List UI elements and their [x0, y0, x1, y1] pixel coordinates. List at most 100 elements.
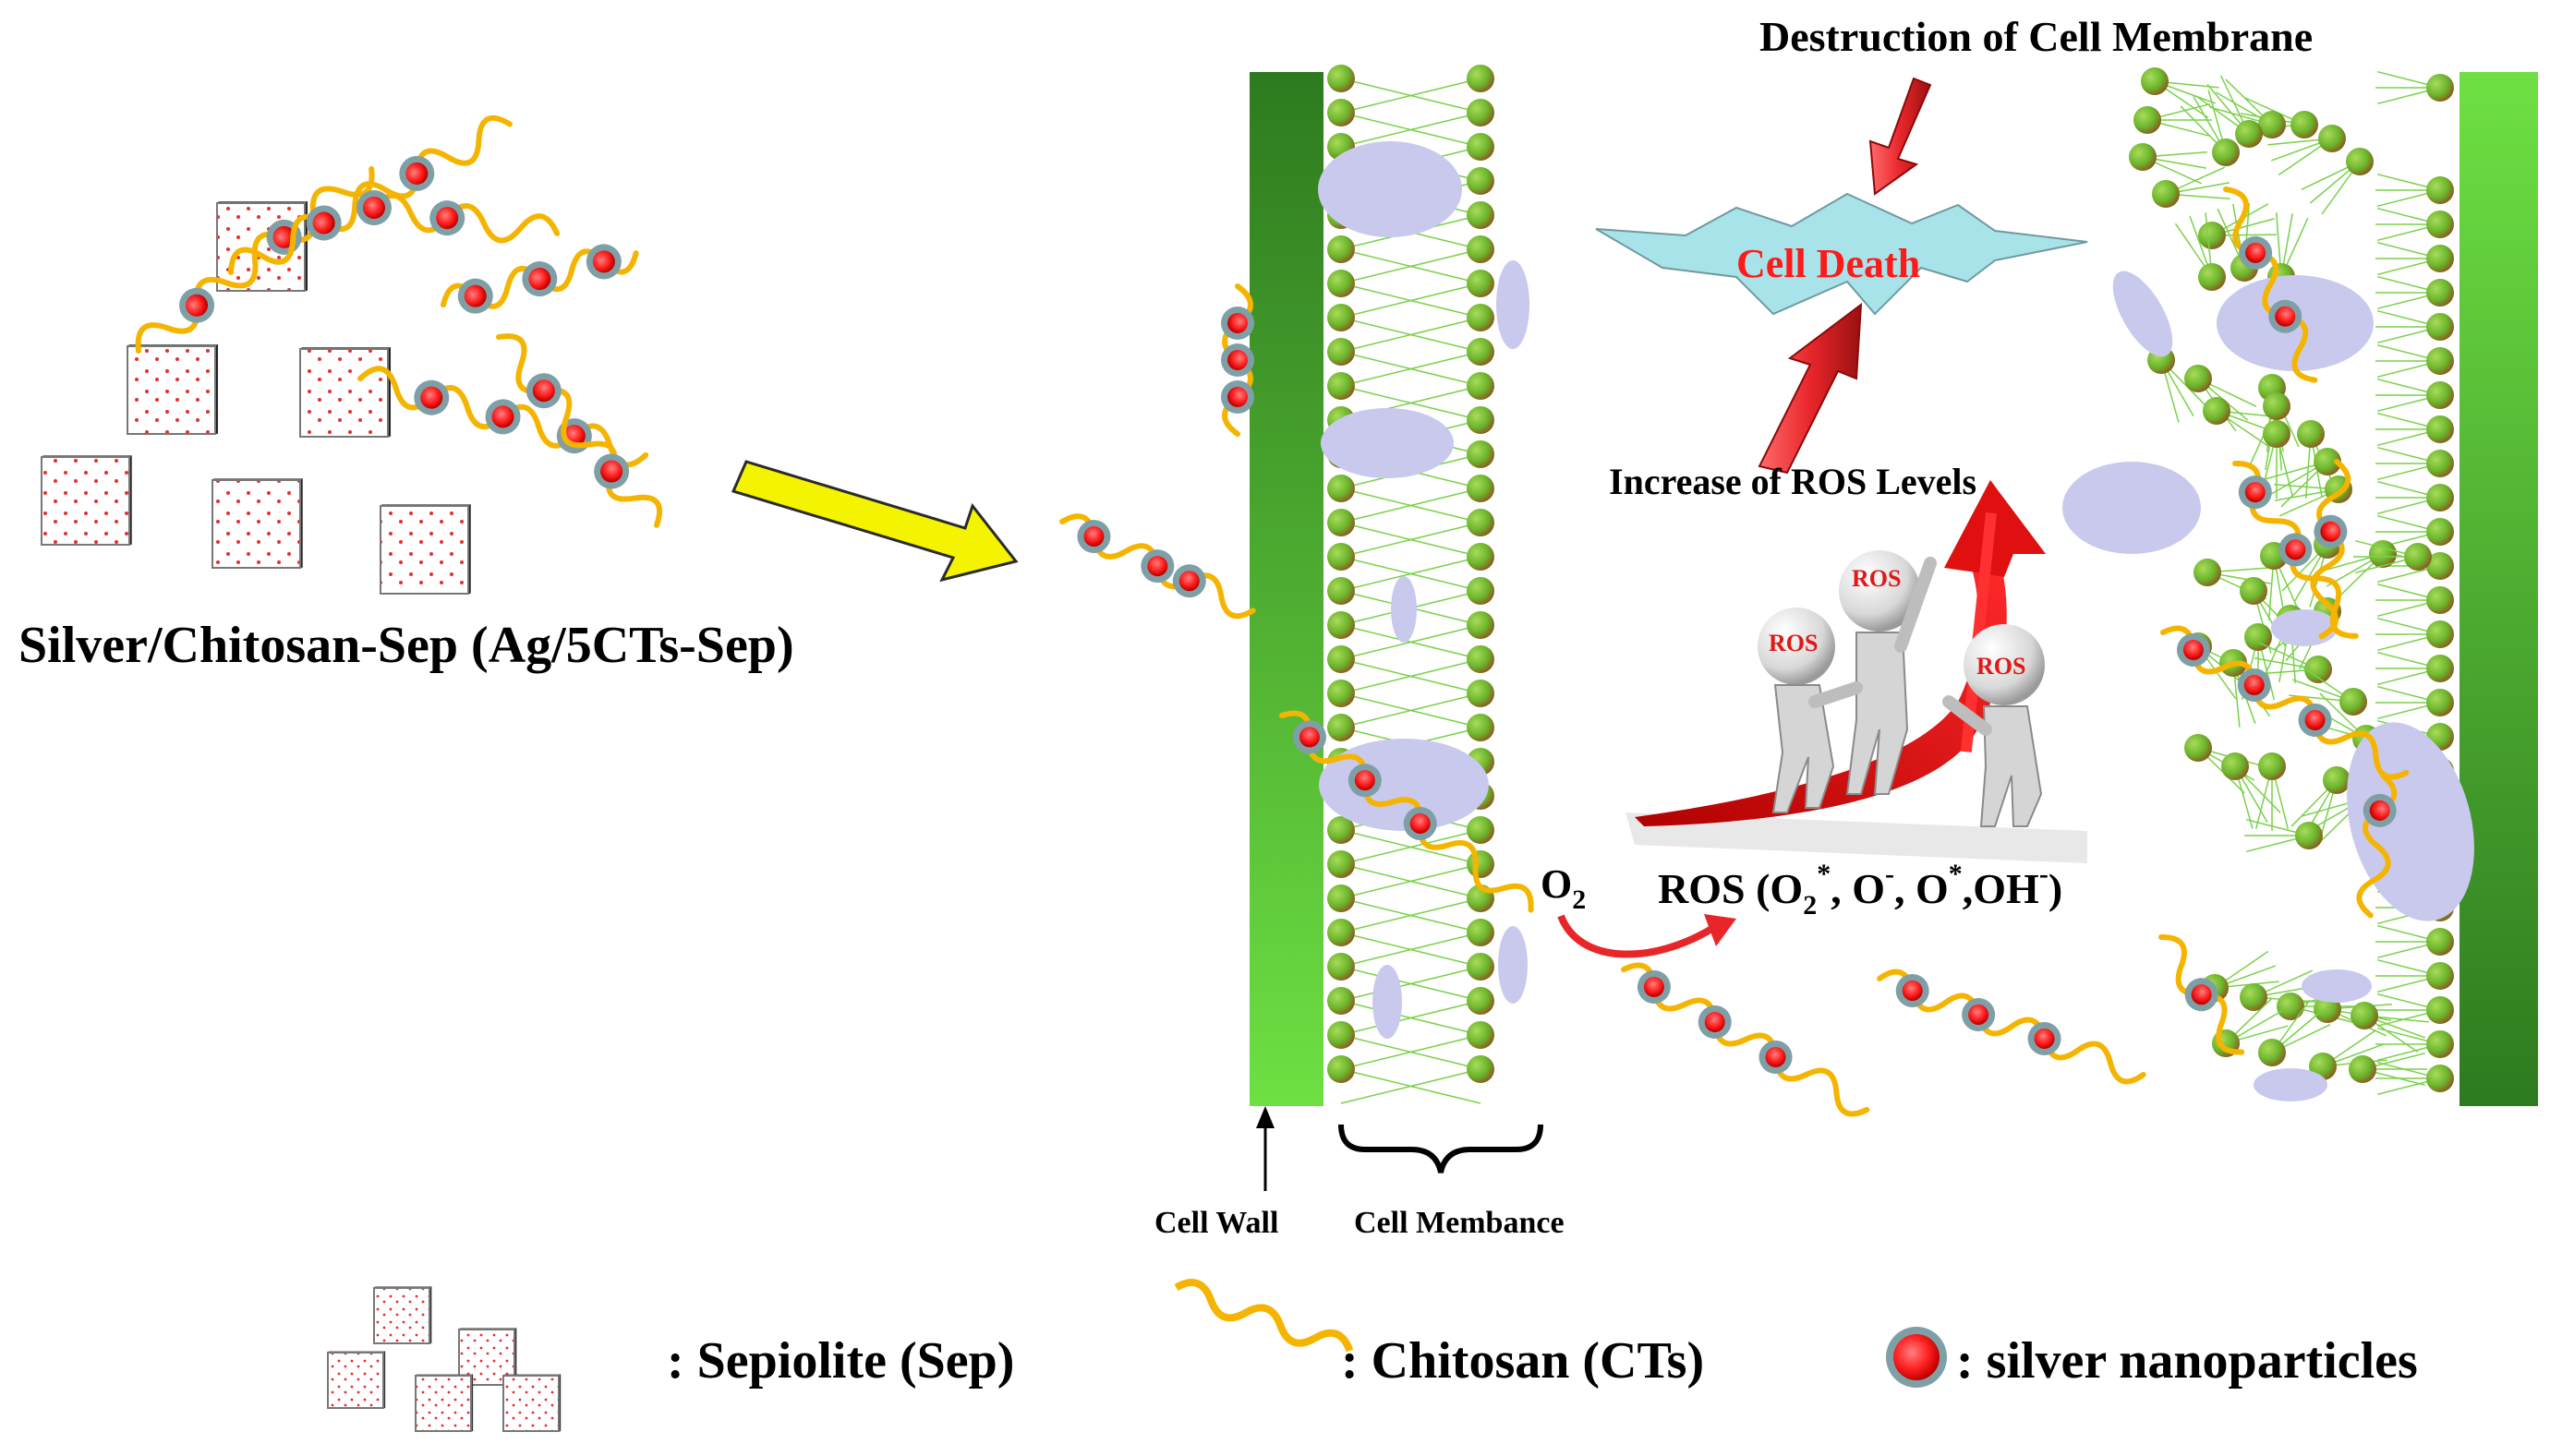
lipid-fragment [2375, 1061, 2454, 1096]
sepiolite-block-icon [299, 346, 392, 439]
lipid-head [2244, 623, 2272, 651]
silver-nanoparticle-icon [179, 287, 215, 323]
silver-nanoparticle-icon [2237, 668, 2271, 702]
chitosan-chain-icon [228, 114, 513, 275]
lipid-head [1327, 509, 1355, 536]
silver-nanoparticle-icon [594, 453, 630, 489]
lipid-head [2426, 996, 2454, 1024]
lipid-fragment [2351, 1002, 2429, 1053]
lipid-head [2141, 67, 2169, 95]
lipid-head [2426, 279, 2454, 307]
sepiolite-block-icon [380, 503, 471, 596]
sepiolite-block-icon [127, 343, 219, 436]
lipid-head [1467, 919, 1494, 946]
lipid-head [1327, 372, 1355, 400]
lipid-fragment [2195, 75, 2263, 148]
silver-nanoparticle-icon [2027, 1021, 2061, 1055]
free-chitosan-chains [1621, 962, 2146, 1117]
lipid-fragment [2274, 475, 2352, 517]
lipid-fragment [2375, 173, 2454, 208]
cell-membrane-label: Cell Membance [1354, 1206, 1565, 1240]
cell-wall-pointer [1256, 1106, 1275, 1191]
chitosan-chain-icon [2223, 187, 2318, 383]
lipid-head [1467, 1055, 1494, 1083]
lipid-fragment [2375, 343, 2454, 379]
lipid-head [1327, 235, 1355, 263]
silver-nanoparticle-icon [1348, 764, 1382, 798]
lipid-head [2349, 1055, 2376, 1083]
silver-nanoparticle-icon [1403, 806, 1437, 840]
lipid-fragment [2375, 617, 2454, 652]
lipid-head [2426, 928, 2454, 956]
ros-ball-text-1: ROS [1852, 565, 1901, 592]
chitosan-chain-icon [2160, 625, 2410, 780]
legend-chitosan-label: : Chitosan (CTs) [1341, 1332, 1704, 1390]
lipid-head [2426, 962, 2454, 990]
lipid-head [2258, 111, 2286, 138]
silver-nanoparticle-icon [1292, 720, 1326, 754]
lipid-head [1327, 850, 1355, 878]
lipid-head [1327, 884, 1355, 912]
lipid-head [2426, 586, 2454, 614]
ros-ball-text-3: ROS [1976, 653, 2025, 680]
chitosan-chain-icon [1877, 969, 2146, 1085]
chitosan-chain-icon [2158, 933, 2245, 1055]
lipid-fragment [2152, 166, 2230, 208]
lipid-head [2133, 106, 2161, 134]
sepiolite-block-icon [327, 1351, 386, 1410]
lipid-fragment [2174, 212, 2226, 291]
lipid-head [1467, 133, 1494, 161]
chitosan-chain-icon [357, 190, 561, 244]
silver-nanoparticle-icon [2298, 704, 2332, 737]
lipid-head [1327, 953, 1355, 981]
silver-nanoparticle-icon [399, 155, 435, 191]
lipid-fragment [2254, 752, 2290, 831]
cell-death-text: Cell Death [1736, 241, 1920, 286]
lipid-fragment [2375, 583, 2454, 618]
lipid-head [1327, 338, 1355, 366]
lipid-head [2426, 176, 2454, 204]
lipid-head [1327, 1021, 1355, 1049]
bottom-red-arrow-icon [1758, 302, 1863, 475]
lipid-head [2339, 688, 2367, 716]
lipid-fragment [2375, 685, 2454, 720]
lipid-head [2426, 245, 2454, 272]
lipid-fragment [2375, 241, 2454, 276]
lipid-head [1327, 99, 1355, 126]
chitosan-chain-icon [1279, 710, 1534, 913]
lipid-head [1467, 475, 1494, 502]
cell-death-starburst [1595, 192, 2088, 316]
silver-nanoparticle-icon [522, 261, 558, 297]
lipid-head [2426, 620, 2454, 648]
lipid-fragment [2375, 378, 2454, 413]
lipid-head [1327, 304, 1355, 331]
chitosan-chain-icon [2310, 459, 2351, 640]
lipid-head [2235, 120, 2263, 148]
lipid-head [1327, 987, 1355, 1015]
lipid-fragment [2375, 514, 2454, 549]
lipid-head [1467, 270, 1494, 297]
legend-sepiolite-label: : Sepiolite (Sep) [667, 1332, 1014, 1390]
lipid-head [1467, 987, 1494, 1015]
lipid-head [2240, 983, 2267, 1011]
lipid-fragment [2375, 70, 2454, 105]
silver-nanoparticle-icon [1698, 1005, 1732, 1039]
lipid-head [1327, 543, 1355, 571]
lipid-head [2426, 1030, 2454, 1058]
lipid-head [2426, 347, 2454, 375]
cell-wall [1250, 72, 1323, 1106]
ros-ball-text-2: ROS [1769, 630, 1818, 656]
legend-silver-icon [1886, 1327, 1947, 1388]
silver-nanoparticle-icon [2314, 514, 2348, 548]
legend-chitosan-icon [1174, 1279, 1354, 1353]
lipid-fragment [2180, 90, 2240, 166]
sepiolite-composite [41, 200, 471, 596]
lipid-head [2297, 420, 2325, 448]
lipid-head [1467, 99, 1494, 126]
wall-chitosan-chains [1059, 283, 1534, 913]
lipid-head [2290, 111, 2318, 138]
silver-nanoparticle-icon [1221, 343, 1254, 377]
sepiolite-block-icon [502, 1374, 562, 1433]
lipid-head [2263, 392, 2290, 420]
